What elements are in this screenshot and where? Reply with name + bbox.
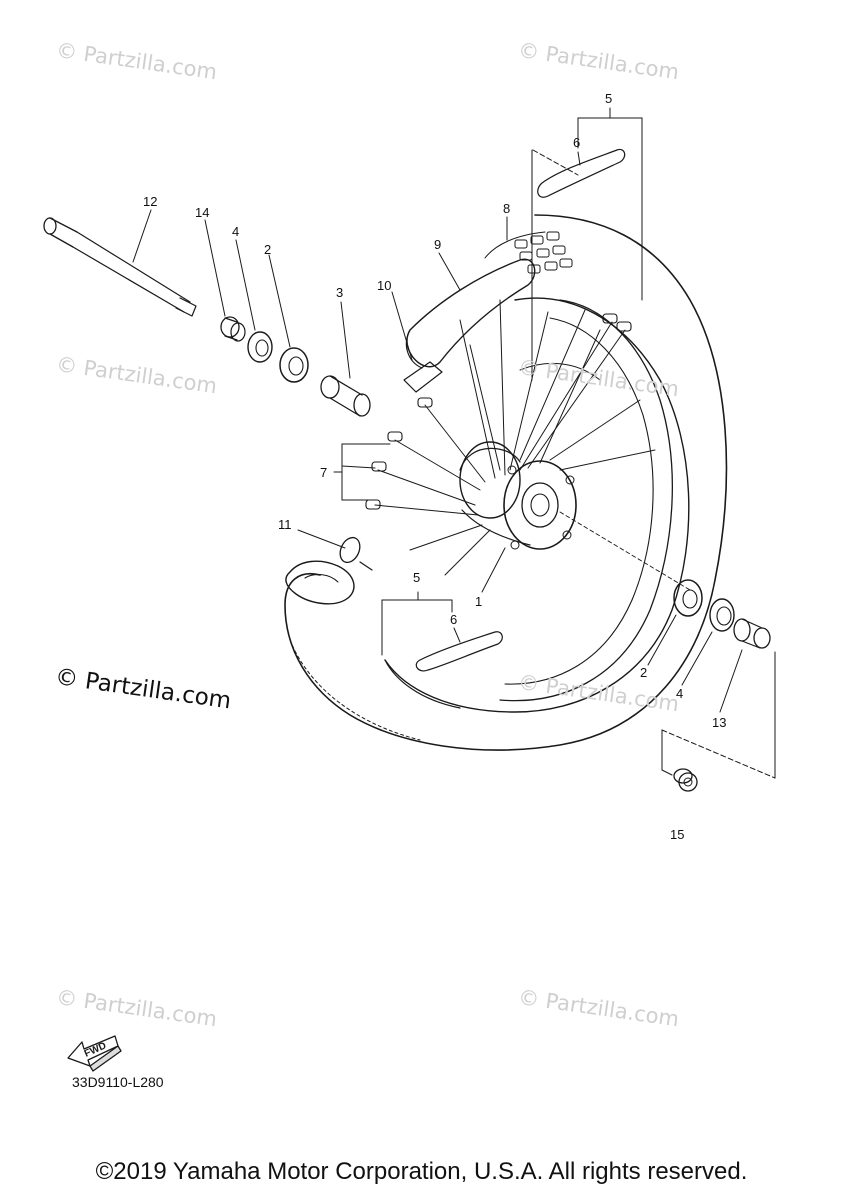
valve-drawing: [285, 536, 373, 605]
callout-4-left: 4: [232, 224, 240, 239]
fwd-arrow-icon: FWD: [67, 1035, 122, 1072]
oil-seal-left-drawing: [247, 331, 273, 363]
collar-14-drawing: [220, 316, 246, 342]
callout-6-top: 6: [573, 135, 581, 150]
callout-13: 13: [712, 715, 727, 730]
rim-drawing: [499, 299, 673, 702]
callout-4-right: 4: [676, 686, 684, 701]
callout-9: 9: [434, 237, 442, 252]
collar-13-drawing: [733, 618, 771, 649]
rim-band-top-drawing: [537, 148, 626, 198]
callout-5-bottom: 5: [413, 570, 421, 585]
hub-drawing: [459, 441, 577, 550]
callout-7: 7: [320, 465, 328, 480]
valve-protector-drawing: [514, 231, 573, 274]
axle-drawing: [43, 217, 197, 317]
rim-band-bottom-drawing: [415, 631, 503, 672]
callout-8: 8: [503, 201, 511, 216]
callout-2-right: 2: [640, 665, 648, 680]
nipples-drawing: [365, 313, 632, 510]
callout-14: 14: [195, 205, 210, 220]
diagram-code: 33D9110-L280: [72, 1074, 164, 1090]
callout-10: 10: [377, 278, 392, 293]
callout-2-left: 2: [264, 242, 272, 257]
callout-15: 15: [670, 827, 685, 842]
callout-3: 3: [336, 285, 344, 300]
callout-5-top: 5: [605, 91, 613, 106]
bearing-right-drawing: [673, 579, 703, 617]
leader-lines: [132, 107, 776, 779]
oil-seal-right-drawing: [709, 598, 735, 632]
inner-tube-drawing: [403, 231, 546, 393]
spacer-drawing: [320, 375, 371, 417]
callout-11: 11: [278, 517, 292, 532]
copyright-notice: ©2019 Yamaha Motor Corporation, U.S.A. A…: [95, 1158, 748, 1185]
collar-15-drawing: [673, 768, 698, 792]
axle-center-line: [559, 511, 691, 591]
bearing-left-drawing: [279, 347, 309, 383]
spokes-drawing: [374, 299, 656, 576]
tire-drawing: [284, 214, 728, 751]
callout-12: 12: [143, 194, 158, 209]
callout-1: 1: [475, 594, 483, 609]
callout-6-bottom: 6: [450, 612, 458, 627]
